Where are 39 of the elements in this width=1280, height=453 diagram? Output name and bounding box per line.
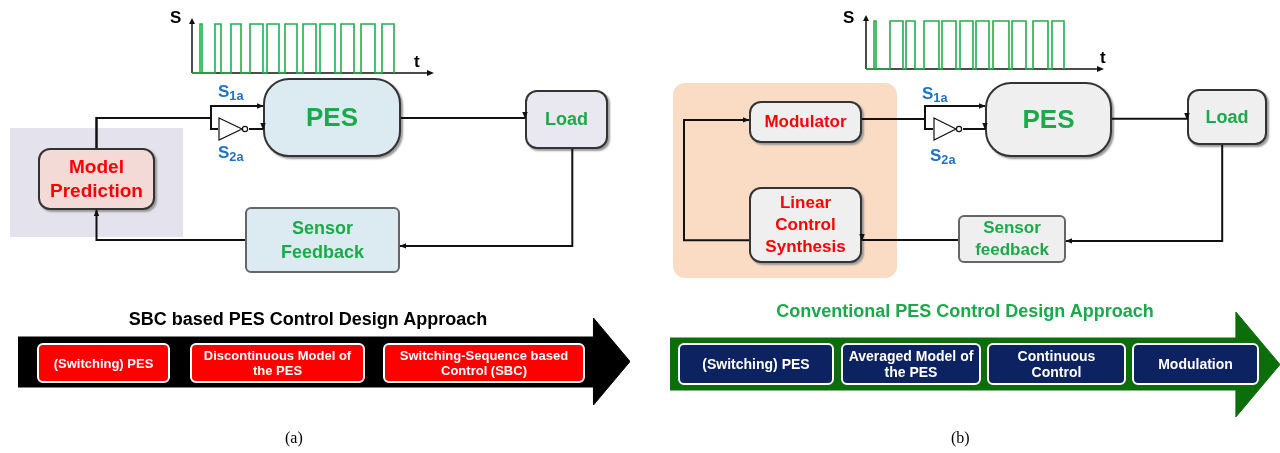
connector-arrow (248, 122, 266, 131)
step-box: Continuous Control (987, 343, 1126, 385)
connector-arrow (962, 122, 988, 131)
process-box: Modulator (749, 101, 862, 143)
connector-arrow (399, 148, 574, 249)
step-box: Discontinuous Model of the PES (190, 343, 365, 383)
connector-arrow (400, 111, 528, 120)
caption: (b) (951, 428, 970, 448)
process-box: Linear Control Synthesis (749, 187, 862, 263)
step-box: (Switching) PES (37, 343, 170, 383)
process-box: Sensor feedback (958, 215, 1066, 263)
connector-arrow (1111, 112, 1190, 121)
step-box: Modulation (1132, 343, 1259, 385)
shaded-region (673, 83, 897, 278)
band-title: Conventional PES Control Design Approach (775, 300, 1155, 322)
connector-arrow (93, 209, 246, 241)
band-title: SBC based PES Control Design Approach (127, 308, 489, 330)
shaded-region (10, 128, 183, 237)
signal-label: S$_{1a}$ (922, 84, 948, 104)
signal-label: S$_{2a}$ (930, 146, 956, 166)
connector-arrow (683, 117, 750, 242)
process-box: Sensor Feedback (245, 207, 400, 273)
step-box: (Switching) PES (678, 343, 834, 385)
connector-arrow (859, 233, 959, 242)
process-box: PES (985, 82, 1112, 157)
process-box: Load (525, 90, 608, 149)
signal-label: S$_{1a}$ (218, 82, 244, 102)
step-box: Switching-Sequence based Control (SBC) (383, 343, 585, 383)
signal-label: S$_{2a}$ (218, 143, 244, 163)
connector-arrow (1065, 144, 1224, 244)
step-box: Averaged Model of the PES (841, 343, 981, 385)
axis-label: S (843, 8, 855, 28)
process-box: PES (263, 78, 401, 157)
process-box: Model Prediction (38, 148, 155, 210)
process-box: Load (1187, 89, 1267, 145)
axis-label: t (1100, 48, 1106, 68)
axis-label: S (170, 8, 182, 28)
axis-label: t (414, 52, 420, 72)
caption: (a) (285, 428, 303, 448)
